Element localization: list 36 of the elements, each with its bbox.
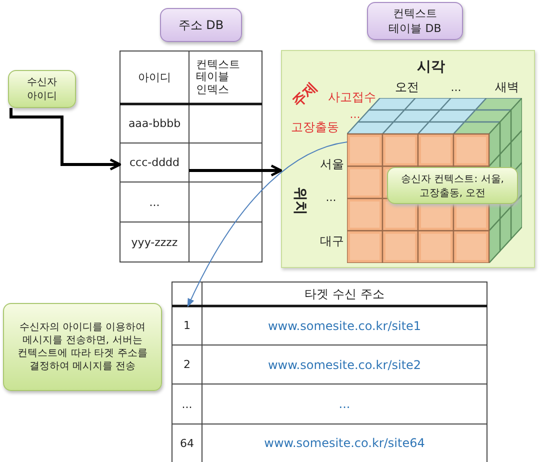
column-header: 아이디 [137,70,172,86]
index-number: 64 [179,436,195,452]
arrow [189,164,282,176]
callout-box: 수신자 아이디 [8,70,76,108]
context-panel [281,50,535,268]
title-box: 주소 DB [160,8,242,42]
axis-value: 대구 [319,233,345,249]
curved-arrow [187,142,348,307]
axis-title: 위치 [291,186,309,217]
column-header: 컨텍스트 테이블 인덱스 [196,56,241,98]
address-url: www.somesite.co.kr/site2 [266,356,422,374]
axis-value: 고장출동 [290,119,340,135]
ellipsis: ... [148,194,161,210]
address-url: www.somesite.co.kr/site1 [266,318,422,334]
ellipsis: ... [324,190,338,204]
user-id: yyy-zzzz [130,234,179,250]
arrow [10,108,122,170]
callout-box: 송신자 컨텍스트: 서울, 고장출동, 오전 [387,167,518,204]
axis-title: 주제 [288,78,322,113]
user-id: aaa-bbbb [127,116,182,132]
title-box: 컨텍스트 테이블 DB [367,2,463,40]
axis-value: 서울 [319,156,345,172]
column-header: 타겟 수신 주소 [304,286,386,302]
axis-value: 사고접수 [327,89,377,105]
ellipsis: ... [338,396,352,413]
index-number: 2 [182,357,192,373]
ellipsis: ... [180,396,194,412]
index-number: 1 [172,306,202,345]
axis-value: 오전 [394,79,420,95]
user-id: ccc-dddd [120,143,189,182]
callout-box: 수신자의 아이디를 이용하여 메시지를 전송하면, 서버는 컨텍스트에 따라 타겟 주소를 결정하여 메시지를 전송 [3,303,162,391]
ellipsis: ... [450,80,462,95]
axis-title: 시각 [416,58,446,77]
ellipsis: ... [348,107,362,121]
axis-value: 새벽 [494,79,520,95]
address-url: www.somesite.co.kr/site64 [263,435,426,452]
